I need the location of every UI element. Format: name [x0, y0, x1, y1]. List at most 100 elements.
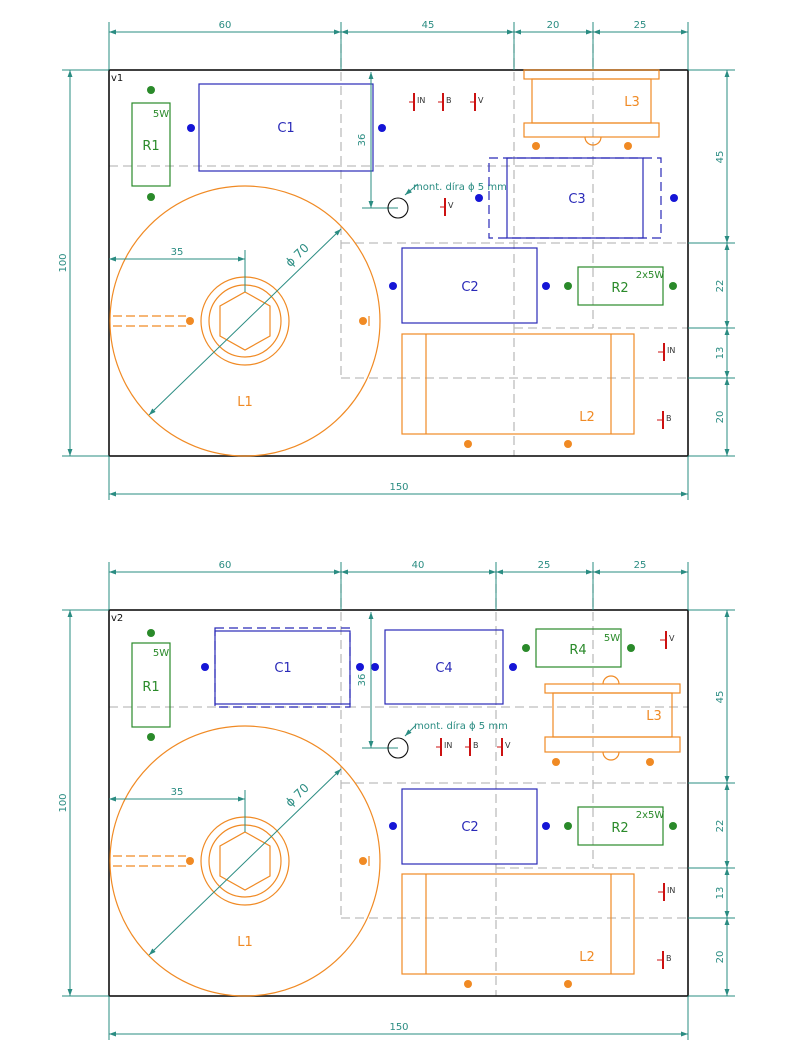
dim-hole-36: 36	[357, 674, 368, 687]
c2-label: C2	[461, 280, 478, 295]
coil-l3	[544, 675, 681, 766]
terminal-b: B	[465, 738, 479, 756]
l3-label: L3	[646, 709, 662, 724]
dim-top-1: 60	[219, 20, 232, 31]
left-dimension	[62, 609, 109, 997]
top-dimensions	[108, 22, 689, 70]
dim-top-2: 40	[412, 560, 425, 571]
terminal-b-right: B	[657, 951, 672, 969]
dim-right-2: 22	[715, 280, 726, 293]
svg-text:IN: IN	[667, 346, 675, 355]
coil-l1	[109, 725, 381, 997]
panel-label: v1	[111, 73, 123, 84]
svg-text:V: V	[478, 96, 484, 105]
terminal-in-right: IN	[658, 883, 675, 901]
dim-total-width: 150	[389, 1022, 408, 1033]
mount-hole-note: mont. díra ϕ 5 mm	[414, 720, 508, 732]
coil-l1	[109, 185, 381, 457]
coil-dimensions	[109, 228, 342, 416]
r1-power: 5W	[153, 109, 169, 120]
svg-text:IN: IN	[444, 741, 452, 750]
layout-guides	[109, 30, 688, 456]
panel-label: v2	[111, 613, 123, 624]
panel-v2: v2 60 40 25 25 150 100	[58, 560, 735, 1040]
top-dimensions	[108, 562, 689, 610]
coil-dimensions	[109, 768, 342, 956]
r2-power: 2x5W	[636, 270, 665, 281]
mount-hole	[387, 737, 409, 759]
dim-top-2: 45	[422, 20, 435, 31]
terminal-in: IN	[409, 93, 425, 111]
terminal-v: V	[497, 738, 511, 756]
l1-label: L1	[237, 935, 253, 950]
mount-hole-leader	[404, 183, 419, 196]
r2-power: 2x5W	[636, 810, 665, 821]
dim-right-3: 13	[715, 347, 726, 360]
resistor-r2: R2 2x5W	[564, 266, 677, 306]
svg-text:B: B	[666, 414, 672, 423]
c4-label: C4	[435, 661, 452, 676]
dim-right-4: 20	[715, 411, 726, 424]
dim-right-4: 20	[715, 951, 726, 964]
right-dimensions	[688, 609, 735, 997]
r4-label: R4	[569, 643, 586, 658]
dim-total-width: 150	[389, 482, 408, 493]
capacitor-c3	[475, 157, 678, 239]
l2-label: L2	[579, 410, 595, 425]
svg-text:IN: IN	[667, 886, 675, 895]
r1-label: R1	[142, 680, 159, 695]
dim-right-2: 22	[715, 820, 726, 833]
r2-label: R2	[611, 281, 628, 296]
terminal-in-right: IN	[658, 343, 675, 361]
svg-text:V: V	[505, 741, 511, 750]
board-outline	[108, 69, 689, 457]
mount-hole	[387, 197, 409, 219]
dim-right-1: 45	[715, 151, 726, 164]
coil-l2	[401, 873, 635, 988]
r4-power: 5W	[604, 633, 620, 644]
resistor-r2: R2 2x5W	[564, 806, 677, 846]
capacitor-c1	[201, 627, 364, 708]
panel-v1: v1 60 45 20 25 150 100	[58, 20, 735, 500]
capacitor-c4: C4	[371, 629, 517, 705]
coil-l3	[523, 69, 660, 150]
dim-right-1: 45	[715, 691, 726, 704]
dim-hole-36: 36	[357, 134, 368, 147]
mount-hole-leader	[404, 724, 417, 737]
coil-l2	[401, 333, 635, 448]
terminal-b-right: B	[657, 411, 672, 429]
dim-coil-diameter: ϕ 70	[283, 241, 312, 270]
terminal-b: B	[438, 93, 452, 111]
right-dimensions	[688, 69, 735, 457]
dim-coil-35: 35	[171, 247, 184, 258]
l1-label: L1	[237, 395, 253, 410]
c1-label: C1	[277, 121, 294, 136]
dim-coil-diameter: ϕ 70	[283, 781, 312, 810]
bottom-dimension	[108, 996, 689, 1040]
r1-label: R1	[142, 139, 159, 154]
left-dimension	[62, 69, 109, 457]
dim-right-3: 13	[715, 887, 726, 900]
svg-text:B: B	[666, 954, 672, 963]
capacitor-c1: C1	[187, 83, 386, 172]
c1-label: C1	[274, 661, 291, 676]
svg-text:B: B	[473, 741, 479, 750]
dim-coil-35: 35	[171, 787, 184, 798]
capacitor-c2: C2	[389, 788, 550, 865]
bottom-dimension	[108, 456, 689, 500]
dim-top-3: 25	[538, 560, 551, 571]
svg-text:B: B	[446, 96, 452, 105]
svg-text:V: V	[448, 201, 454, 210]
dim-top-1: 60	[219, 560, 232, 571]
dim-top-3: 20	[547, 20, 560, 31]
resistor-r1: R1 5W	[131, 629, 171, 741]
r1-power: 5W	[153, 648, 169, 659]
terminal-v: V	[470, 93, 484, 111]
resistor-r4: R4 5W	[522, 628, 635, 668]
capacitor-c2: C2	[389, 247, 550, 324]
dim-total-height: 100	[58, 793, 69, 812]
l2-label: L2	[579, 950, 595, 965]
dim-top-4: 25	[634, 20, 647, 31]
hole-offset-dimension	[362, 72, 398, 209]
